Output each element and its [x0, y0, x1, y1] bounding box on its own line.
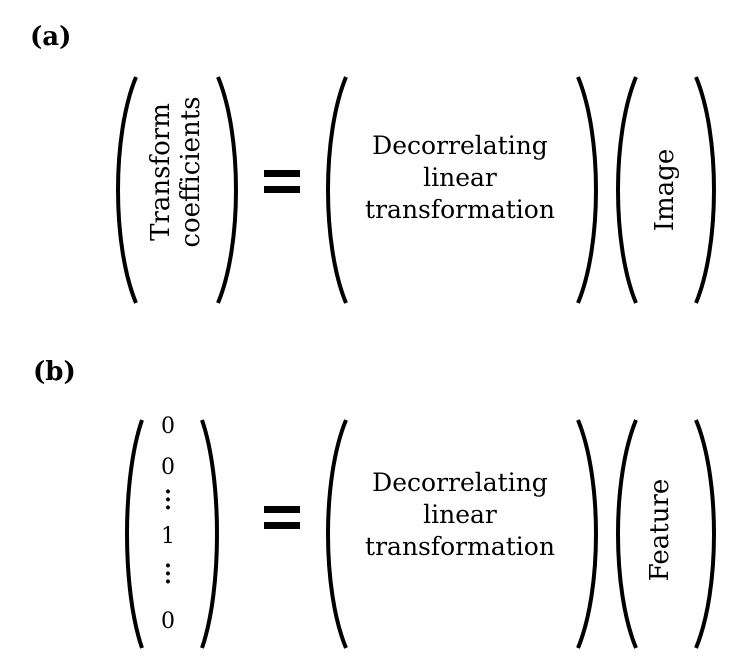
panel-b-equals-sign	[264, 506, 300, 538]
panel-b-vector-ellipsis-1: ···	[164, 479, 172, 521]
panel-b-matrix-close-bracket	[576, 419, 598, 649]
panel-b-vector-entry-4: 0	[161, 609, 175, 634]
panel-a-equals-sign	[264, 170, 300, 202]
panel-a-right-vector-close-bracket	[694, 76, 716, 304]
panel-b-matrix-line-3: transformation	[365, 532, 555, 561]
panel-a-label: (a)	[30, 22, 72, 52]
panel-b-label: (b)	[33, 357, 76, 387]
panel-b-matrix-text: Decorrelating linear transformation	[350, 467, 570, 563]
panel-b-matrix-line-1: Decorrelating	[372, 468, 548, 497]
panel-b-vector-entry-2: 0	[161, 455, 175, 480]
panel-b-right-vector-open-bracket	[616, 419, 638, 649]
panel-b-left-vector-open-bracket	[125, 419, 144, 649]
panel-a-matrix-open-bracket	[326, 76, 348, 304]
panel-a-matrix-line-2: linear	[423, 163, 497, 192]
panel-a-right-vector-open-bracket	[616, 76, 638, 304]
panel-b-left-vector-close-bracket	[200, 419, 219, 649]
panel-a-matrix-line-1: Decorrelating	[372, 131, 548, 160]
panel-a-right-vector-text: Image	[650, 148, 680, 232]
panel-a-matrix-line-3: transformation	[365, 195, 555, 224]
panel-b-matrix-open-bracket	[326, 419, 348, 649]
panel-a-left-vector-open-bracket	[116, 76, 138, 304]
panel-a-left-vector-line-2: coefficients	[176, 96, 206, 248]
panel-a-left-vector-close-bracket	[216, 76, 238, 304]
panel-b-vector-ellipsis-2: ···	[164, 553, 172, 595]
panel-b-matrix-line-2: linear	[423, 500, 497, 529]
panel-a-matrix-text: Decorrelating linear transformation	[350, 130, 570, 226]
panel-b-vector-entry-1: 0	[161, 414, 175, 439]
panel-a-left-vector-text: Transform coefficients	[146, 96, 206, 247]
panel-a-left-vector-line-1: Transform	[146, 103, 176, 241]
panel-b-right-vector-text: Feature	[645, 478, 675, 582]
panel-a-matrix-close-bracket	[576, 76, 598, 304]
panel-b-right-vector-close-bracket	[694, 419, 716, 649]
panel-b-vector-entry-3: 1	[161, 524, 175, 549]
